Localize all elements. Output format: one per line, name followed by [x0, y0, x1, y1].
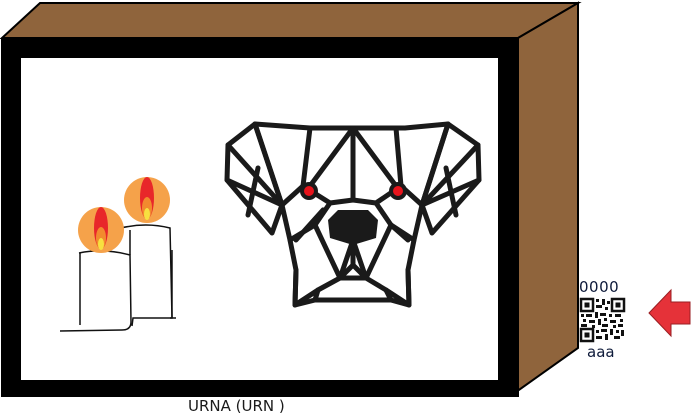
candles-icon — [59, 224, 176, 332]
left-arrow-icon — [648, 288, 691, 338]
dog-eye-left-pupil — [304, 186, 314, 196]
qr-code-text: aaa — [587, 343, 615, 361]
urn-caption: URNA (URN ) — [188, 397, 285, 415]
box-right-face — [514, 1, 579, 394]
qr-code-number: 0000 — [579, 278, 620, 296]
qr-code-icon — [579, 297, 626, 343]
candle-flame-front — [78, 207, 124, 253]
dog-eye-right-pupil — [393, 186, 403, 196]
box-top-face — [0, 1, 582, 39]
candle-flame-back — [124, 177, 170, 223]
dog-nose — [328, 210, 378, 245]
